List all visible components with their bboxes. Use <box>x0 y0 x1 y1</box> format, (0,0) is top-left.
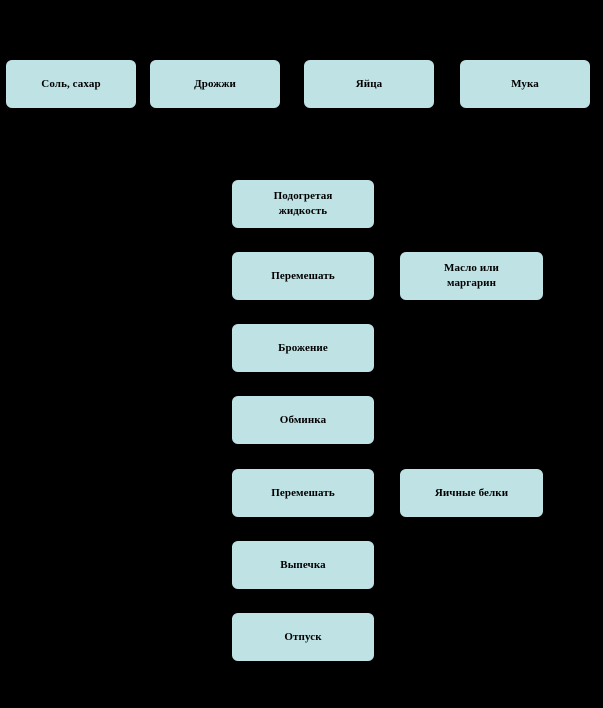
node-kneading-down[interactable]: Обминка <box>232 396 374 444</box>
node-label: Яйца <box>355 77 383 90</box>
node-mix-1[interactable]: Перемешать <box>232 252 374 300</box>
node-egg-whites[interactable]: Яичные белки <box>400 469 543 517</box>
node-heated-liquid[interactable]: Подогретая жидкость <box>232 180 374 228</box>
node-eggs[interactable]: Яйца <box>304 60 434 108</box>
node-butter-or-margarine[interactable]: Масло или маргарин <box>400 252 543 300</box>
node-mix-2[interactable]: Перемешать <box>232 469 374 517</box>
node-label: Обминка <box>279 413 327 426</box>
node-release[interactable]: Отпуск <box>232 613 374 661</box>
node-label: Перемешать <box>271 486 335 499</box>
node-label: Подогретая <box>273 190 333 202</box>
node-label: Перемешать <box>271 269 335 282</box>
node-flour[interactable]: Мука <box>460 60 590 108</box>
node-salt-sugar[interactable]: Соль, сахар <box>6 60 136 108</box>
node-label: Мука <box>511 77 539 90</box>
node-label: Брожение <box>278 341 328 354</box>
node-label: Выпечка <box>280 558 326 571</box>
node-label-line2: жидкость <box>278 205 328 217</box>
node-label: Яичные белки <box>434 486 509 499</box>
node-label-line2: маргарин <box>446 277 497 289</box>
node-yeast[interactable]: Дрожжи <box>150 60 280 108</box>
node-fermentation[interactable]: Брожение <box>232 324 374 372</box>
node-label: Дрожжи <box>194 77 236 90</box>
node-label: Масло или <box>444 262 499 274</box>
node-baking[interactable]: Выпечка <box>232 541 374 589</box>
node-label: Отпуск <box>284 630 322 643</box>
node-label: Соль, сахар <box>41 77 101 90</box>
